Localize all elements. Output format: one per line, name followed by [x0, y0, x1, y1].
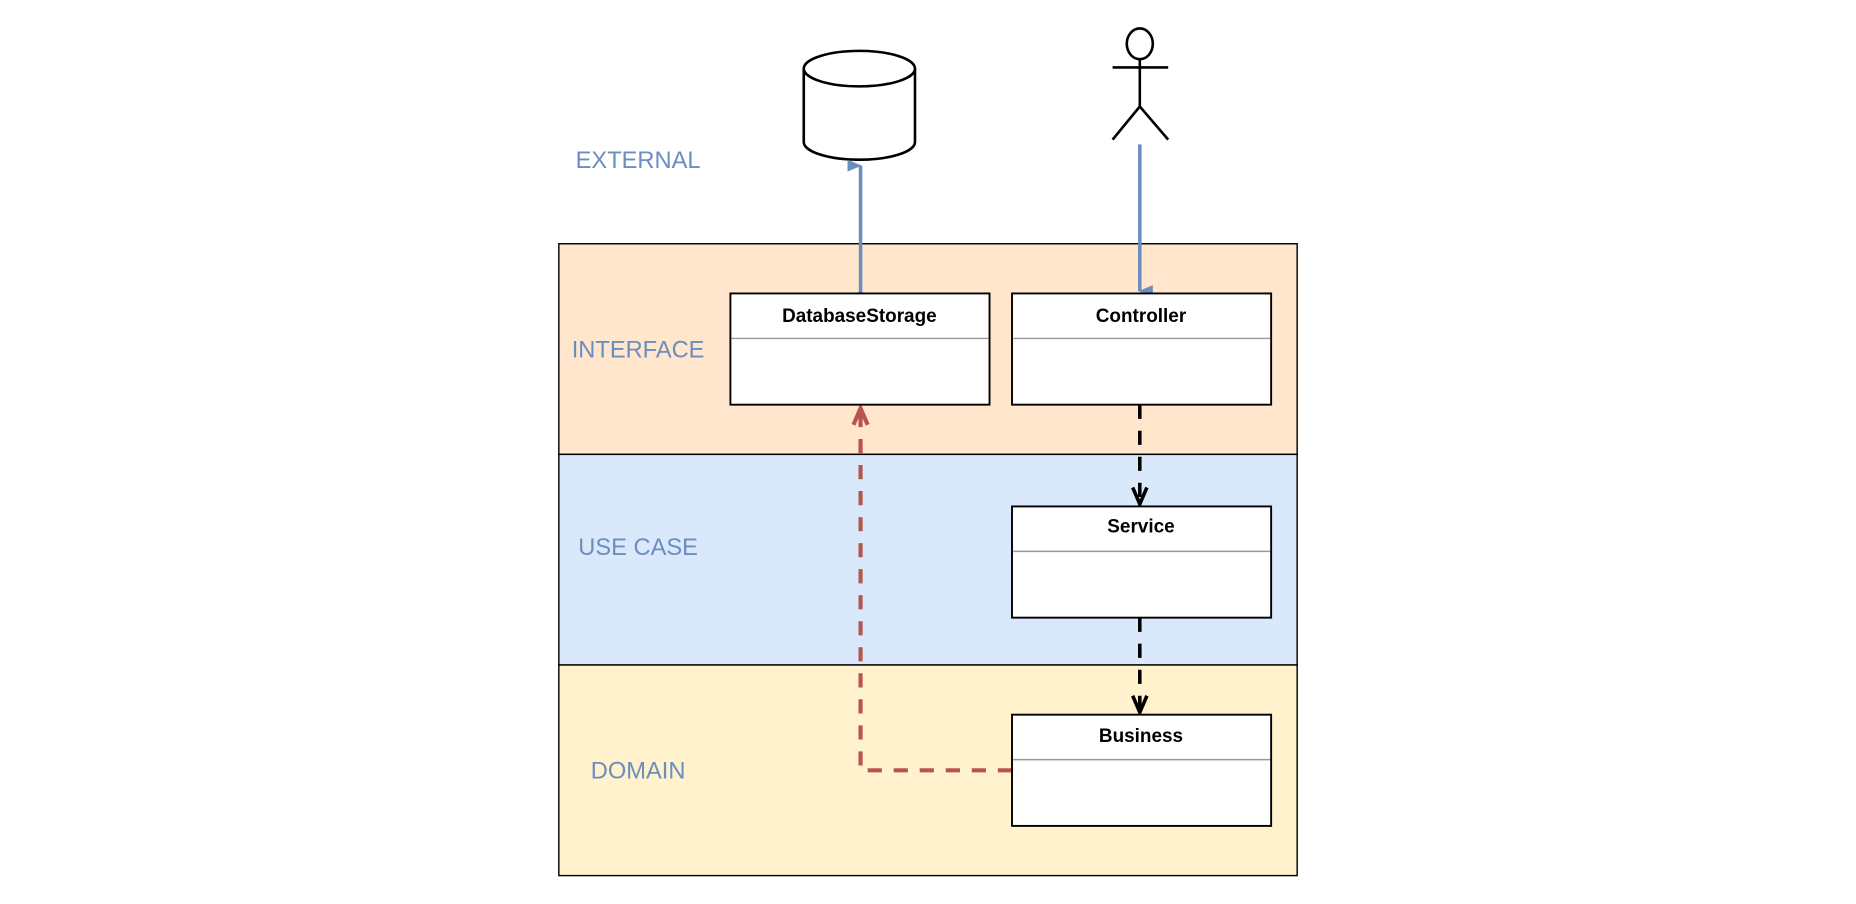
layer-label-use-case: USE CASE [578, 535, 698, 561]
dependency-business-to-storage [851, 402, 1013, 773]
class-controller[interactable]: Controller [1011, 292, 1273, 406]
dependency-service-to-business [1131, 617, 1149, 717]
layer-label-interface: INTERFACE [572, 337, 705, 363]
user-actor-icon [1111, 27, 1170, 141]
class-name: Controller [1096, 306, 1187, 327]
layer-label-external: EXTERNAL [576, 148, 701, 174]
dependency-controller-to-service [1131, 404, 1149, 509]
class-service[interactable]: Service [1011, 505, 1273, 619]
class-database-storage[interactable]: DatabaseStorage [729, 292, 991, 406]
database-cylinder-icon [802, 49, 917, 162]
class-name: Business [1099, 726, 1183, 747]
layer-label-domain: DOMAIN [591, 759, 686, 785]
class-name: Service [1107, 516, 1174, 537]
class-business[interactable]: Business [1011, 713, 1273, 827]
class-name: DatabaseStorage [782, 306, 937, 327]
